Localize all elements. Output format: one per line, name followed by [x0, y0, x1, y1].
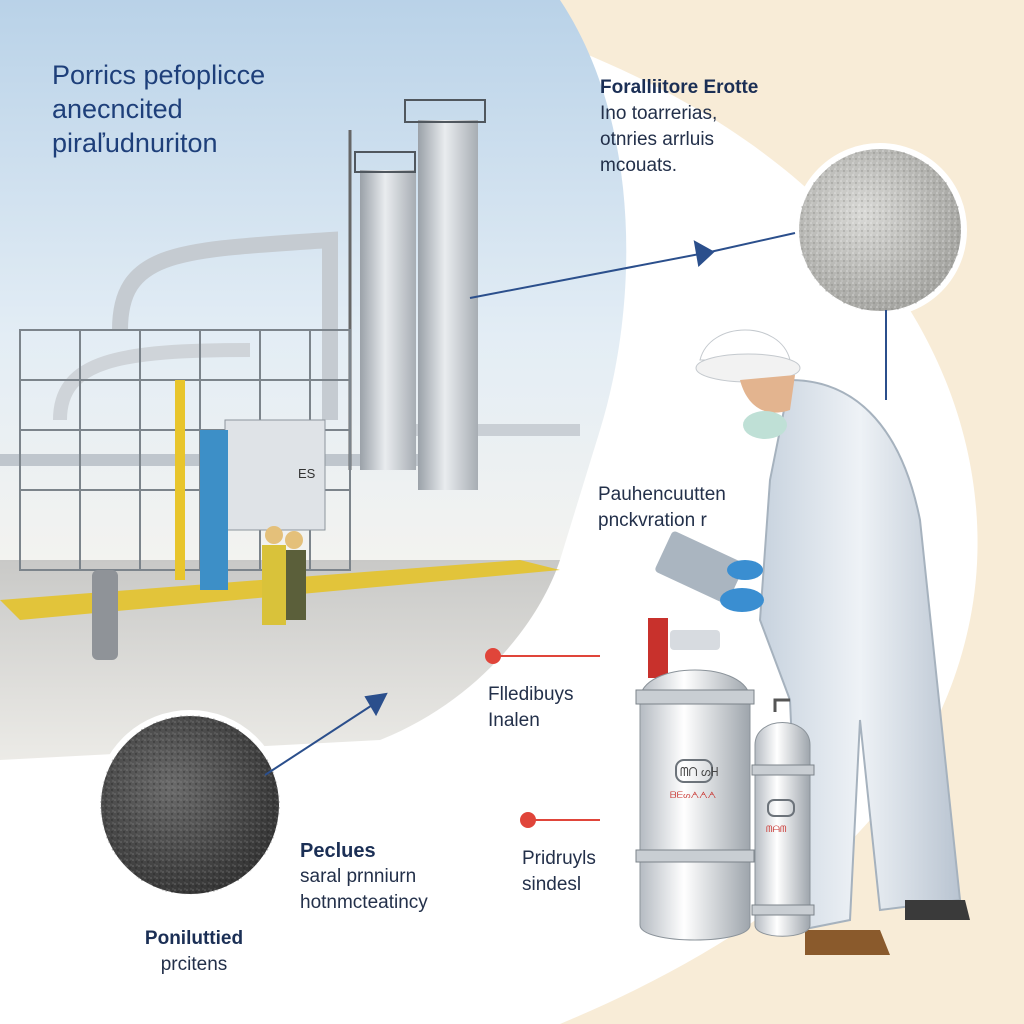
callout-low-center-line-1: Pridruyls	[522, 848, 596, 869]
callout-top-right-line-3: mcouats.	[600, 155, 678, 176]
callout-mid-right-line-1: Pauhencuutten	[598, 484, 726, 505]
callout-bottom-left-heading: Poniluttied	[144, 928, 244, 949]
callout-top-right-heading: Foralliitore Erotte	[600, 77, 759, 98]
callout-bottom-left: Poniluttied prcitens	[134, 926, 254, 978]
callout-bottom-center-line-2: hotnmcteatincy	[300, 892, 428, 913]
callout-top-right: Foralliitore Erotte Ino toarrerias, otnr…	[600, 75, 758, 179]
cylinder-large-label: ᗰᑎ ᔕᕼ	[680, 765, 718, 779]
callout-bottom-center: Peclues saral prnniurn hotnmcteatincy	[300, 838, 428, 916]
title-line-2: anecncited	[52, 94, 183, 124]
callout-top-right-line-2: otnries arrluis	[600, 129, 715, 150]
callout-mid-center-line-2: Inalen	[488, 710, 540, 731]
callout-mid-center-line-1: Flledibuys	[488, 684, 574, 705]
cabinet-mark: ES	[298, 466, 316, 481]
cylinder-large-text: ᗷᗴᔕᗅᗅᗅ	[670, 790, 717, 800]
callout-bottom-center-line-1: saral prnniurn	[300, 866, 417, 887]
cylinder-small-text: ᗰᗩᗰ	[766, 824, 787, 834]
callout-mid-right: Pauhencuutten pnckvration r	[598, 482, 726, 534]
callout-low-center-line-2: sindesl	[522, 874, 582, 895]
callout-top-right-line-1: Ino toarrerias,	[600, 103, 718, 124]
title-line-1: Porrics pefoplicce	[52, 60, 266, 90]
callout-mid-right-line-2: pnckvration r	[598, 510, 707, 531]
main-title: Porrics pefoplicce anecncited piraľudnur…	[52, 58, 412, 160]
callout-bottom-center-heading: Peclues	[300, 840, 376, 862]
callout-mid-center: Flledibuys Inalen	[488, 682, 574, 734]
callout-low-center: Pridruyls sindesl	[522, 846, 596, 898]
title-line-3: piraľudnuriton	[52, 128, 218, 158]
callout-bottom-left-line-1: prcitens	[160, 954, 228, 975]
